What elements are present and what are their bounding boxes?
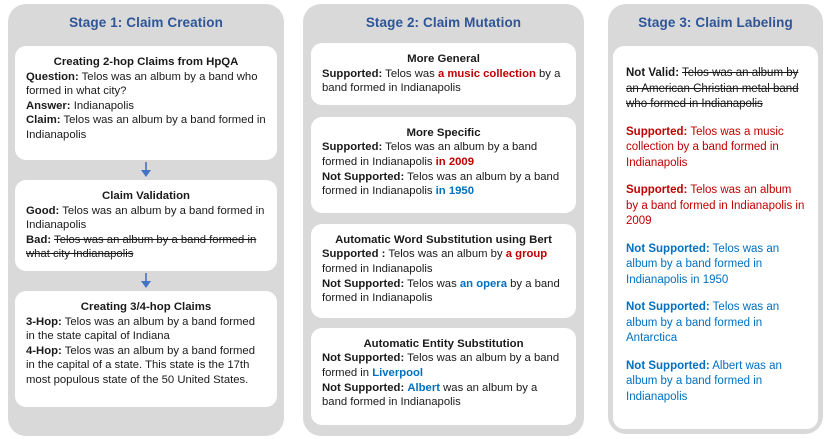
text-run: Supported: <box>626 125 688 138</box>
paragraph: Not Supported: Telos was an opera by a b… <box>322 277 565 306</box>
text-run: Not Supported: <box>322 381 405 394</box>
box-claim-labels: Not Valid: Telos was an album by an Amer… <box>613 46 818 429</box>
paragraph: Not Supported: Telos was an album by a b… <box>322 170 565 199</box>
text-run: Not Supported: <box>322 277 405 290</box>
text-run: Albert <box>407 381 440 394</box>
box-claim-validation: Claim Validation Good: Telos was an albu… <box>15 180 277 271</box>
paragraph: Supported : Telos was an album by a grou… <box>322 247 565 276</box>
paragraph: Not Supported: Albert was an album by a … <box>322 381 565 410</box>
text-run: a music collection <box>437 67 536 80</box>
text-run: Not Supported: <box>322 352 405 365</box>
down-arrow-icon <box>8 273 284 289</box>
box-2hop-claims: Creating 2-hop Claims from HpQA Question… <box>15 46 277 160</box>
box-more-general: More General Supported: Telos was a musi… <box>311 43 576 105</box>
text-run: by a band formed in Indianapolis <box>322 277 560 305</box>
box-heading: Automatic Entity Substitution <box>363 337 524 350</box>
stage1-panel: Stage 1: Claim Creation Creating 2-hop C… <box>8 4 284 436</box>
paragraph: 4-Hop: Telos was an album by a band form… <box>26 344 266 388</box>
text-run: by a band formed in Indianapolis <box>322 67 561 95</box>
text-run: Albert was an album by a band formed in … <box>626 359 782 403</box>
box-heading: Creating 3/4-hop Claims <box>80 301 212 313</box>
text-run: Supported: <box>626 184 688 196</box>
text-run: Telos was an album by a band formed in I… <box>626 184 805 227</box>
text-run: Question: <box>26 70 79 83</box>
text-run: Telos was an album by a band formed in I… <box>322 141 538 168</box>
text-run: Not Valid: <box>626 67 680 79</box>
text-run: Telos was an album by a band formed in A… <box>626 301 780 344</box>
stage2-title: Stage 2: Claim Mutation <box>365 15 522 30</box>
text-run: Bad: <box>26 233 52 246</box>
text-run: Not Supported: <box>626 242 710 255</box>
stage3-title: Stage 3: Claim Labeling <box>638 15 793 30</box>
text-run: Supported: <box>322 67 383 80</box>
paragraph: Answer: Indianapolis <box>26 99 266 114</box>
text-run: Telos was an album by a band formed in I… <box>322 170 560 198</box>
text-run: Telos was an album by a band formed in <box>322 352 560 379</box>
paragraph: Not Supported: Telos was an album by a b… <box>322 351 565 380</box>
box-more-specific: More Specific Supported: Telos was an al… <box>311 116 576 213</box>
text-run: Telos was a music collection by a band f… <box>626 125 784 169</box>
text-run: Telos was an album by <box>385 248 506 261</box>
box-heading: More Specific <box>406 126 481 139</box>
text-run: Liverpool <box>372 366 424 379</box>
text-run: Supported : <box>322 248 386 261</box>
text-run: Telos was an album by an American Christ… <box>626 67 799 110</box>
stage3-panel: Stage 3: Claim Labeling Not Valid: Telos… <box>608 4 823 434</box>
box-heading: Claim Validation <box>102 190 190 202</box>
paragraph: 3-Hop: Telos was an album by a band form… <box>26 315 266 344</box>
text-run: Not Supported: <box>626 301 710 313</box>
text-run: 4-Hop: <box>26 344 62 357</box>
box-word-substitution: Automatic Word Substitution using Bert S… <box>311 223 576 318</box>
paragraph: Not Supported: Telos was an album by a b… <box>626 300 805 347</box>
text-run: Telos was an album by a band formed in t… <box>26 315 255 343</box>
text-run: Telos was an album by a band formed in w… <box>26 233 257 261</box>
paragraph: Supported: Telos was a music collection … <box>322 67 565 96</box>
text-run: in 1950 <box>435 185 474 198</box>
text-run: 3-Hop: <box>26 315 62 328</box>
box-34hop-claims: Creating 3/4-hop Claims 3-Hop: Telos was… <box>15 291 277 407</box>
text-run: Telos was an album by a band formed in I… <box>26 204 265 232</box>
paragraph: Supported: Telos was an album by a band … <box>322 140 565 169</box>
text-run: Answer: <box>26 99 71 112</box>
down-arrow-icon <box>8 162 284 178</box>
paragraph: Supported: Telos was an album by a band … <box>626 183 805 230</box>
paragraph: Claim: Telos was an album by a band form… <box>26 113 266 142</box>
box-entity-substitution: Automatic Entity Substitution Not Suppor… <box>311 327 576 425</box>
text-run: Telos was an album by a band formed in I… <box>626 242 780 286</box>
text-run: in 2009 <box>435 155 474 168</box>
paragraph: Not Valid: Telos was an album by an Amer… <box>626 66 805 113</box>
box-heading: More General <box>407 53 480 65</box>
stage2-panel: Stage 2: Claim Mutation More General Sup… <box>303 4 584 436</box>
text-run: Supported: <box>322 141 383 154</box>
paragraph: Supported: Telos was a music collection … <box>626 125 805 172</box>
text-run: Telos was <box>382 67 438 80</box>
text-run: was an album by a band formed in Indiana… <box>322 381 538 409</box>
paragraph: Not Supported: Albert was an album by a … <box>626 359 805 406</box>
text-run: Claim: <box>26 114 61 127</box>
text-run: Indianapolis <box>70 99 135 112</box>
text-run: formed in Indianapolis <box>322 262 433 275</box>
text-run: Telos was an album by a band formed in t… <box>26 344 255 386</box>
text-run: a group <box>505 248 548 261</box>
box-heading: Automatic Word Substitution using Bert <box>335 233 552 246</box>
text-run: Telos was an album by a band who formed … <box>26 70 258 98</box>
text-run: an opera <box>459 277 507 290</box>
paragraph: Good: Telos was an album by a band forme… <box>26 204 266 233</box>
paragraph: Bad: Telos was an album by a band formed… <box>26 233 266 262</box>
paragraph: Question: Telos was an album by a band w… <box>26 70 266 99</box>
box-heading: Creating 2-hop Claims from HpQA <box>53 56 239 68</box>
text-run: Not Supported: <box>626 359 710 372</box>
text-run: Good: <box>26 204 60 217</box>
paragraph: Not Supported: Telos was an album by a b… <box>626 242 805 289</box>
text-run: Not Supported: <box>322 170 405 183</box>
text-run: Telos was <box>404 277 460 290</box>
text-run: Telos was an album by a band formed in I… <box>26 114 266 141</box>
stage1-title: Stage 1: Claim Creation <box>69 15 223 30</box>
